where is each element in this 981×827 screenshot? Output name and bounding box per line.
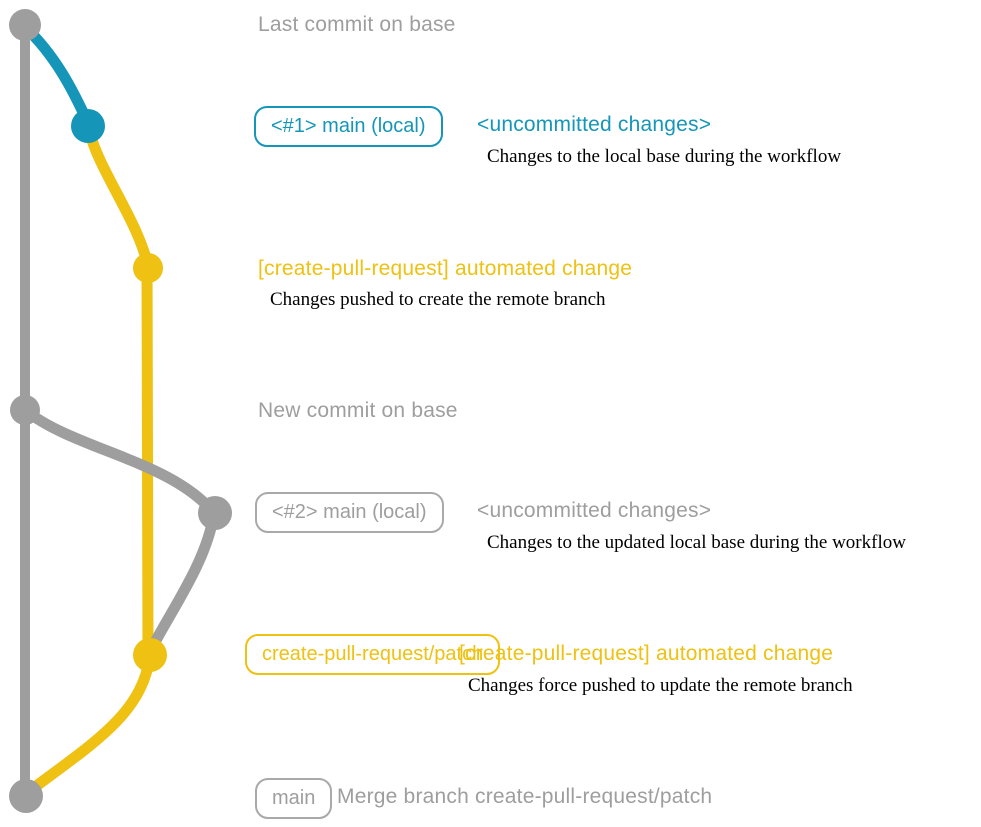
branch-pill-main-local-2: <#2> main (local): [255, 492, 444, 533]
description-automated-change-2: Changes force pushed to update the remot…: [468, 675, 853, 696]
local-main-1-branch-curve: [19, 21, 94, 129]
branch-pill-main: main: [255, 778, 333, 819]
commit-message-automated-change-2: [create-pull-request] automated change: [459, 642, 834, 665]
local-main-2-rebase-curve: [146, 507, 220, 654]
commit-dot-automated-change-1: [133, 253, 163, 283]
commit-message-merge: Merge branch create-pull-request/patch: [337, 785, 713, 808]
commit-message-automated-change-1: [create-pull-request] automated change: [258, 257, 633, 280]
patch-branch-curve: [82, 119, 154, 661]
description-automated-change-1: Changes pushed to create the remote bran…: [270, 289, 606, 310]
local-main-2-branch-curve: [19, 404, 220, 519]
merge-branch-curve: [21, 649, 156, 799]
annotation-last-commit-on-base: Last commit on base: [258, 13, 456, 36]
commit-dot-new-base: [10, 395, 40, 425]
commit-dot-uncommitted-2: [198, 496, 232, 530]
description-uncommitted-2: Changes to the updated local base during…: [487, 532, 906, 553]
description-uncommitted-1: Changes to the local base during the wor…: [487, 146, 842, 167]
commit-dot-merge: [9, 779, 43, 813]
commit-dot-last-base: [9, 9, 41, 41]
commit-dot-automated-change-2: [133, 638, 167, 672]
annotation-new-commit-on-base: New commit on base: [258, 399, 458, 422]
branch-pill-main-local-1: <#1> main (local): [254, 106, 443, 147]
branch-pill-create-pull-request-patch: create-pull-request/patch: [245, 634, 501, 675]
commit-message-uncommitted-1: <uncommitted changes>: [477, 113, 712, 136]
commit-dot-uncommitted-1: [71, 109, 105, 143]
commit-message-uncommitted-2: <uncommitted changes>: [477, 499, 712, 522]
